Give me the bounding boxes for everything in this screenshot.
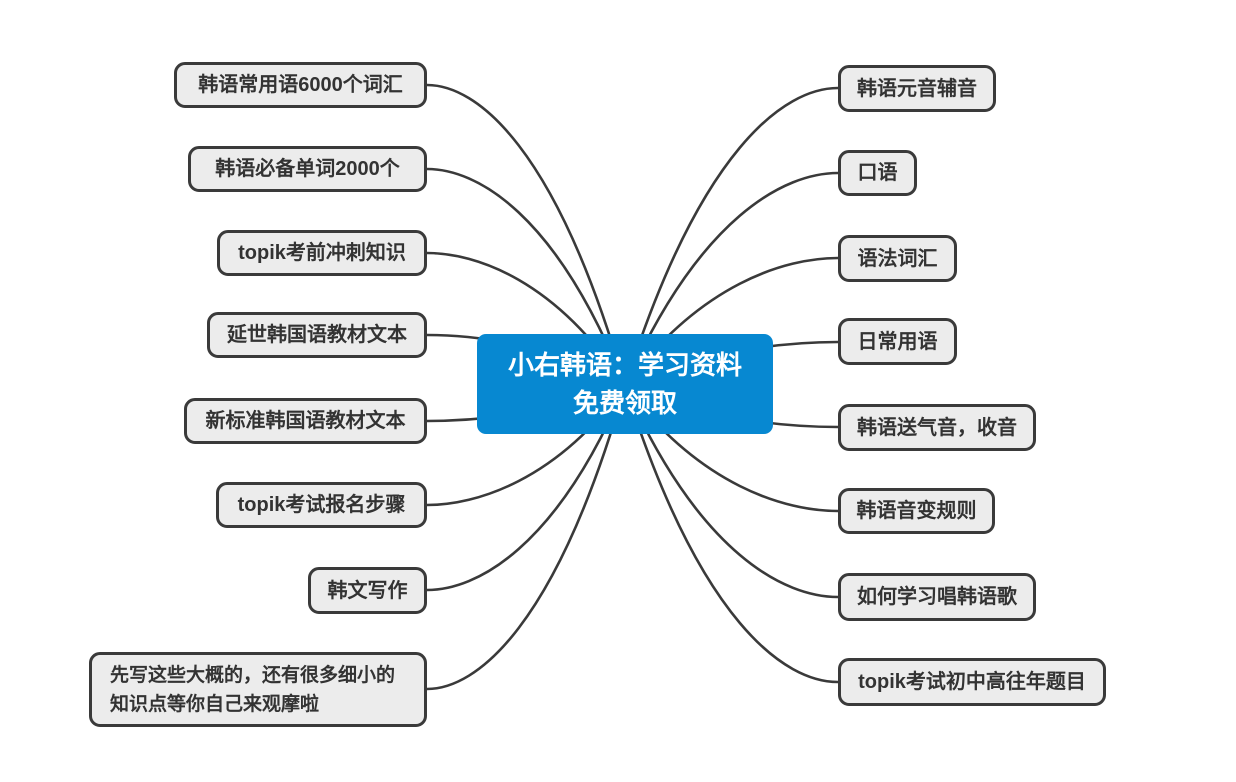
connector-line	[623, 384, 840, 599]
topic-node-label: 延世韩国语教材文本	[227, 324, 407, 346]
connector-line	[623, 86, 840, 388]
topic-node-label: 如何学习唱韩语歌	[857, 586, 1017, 608]
topic-node-yonsei-textbook[interactable]: 延世韩国语教材文本	[207, 312, 427, 358]
topic-node-more-notes[interactable]: 先写这些大概的，还有很多细小的 知识点等你自己来观摩啦	[89, 652, 427, 727]
topic-node-label: 新标准韩国语教材文本	[205, 410, 406, 432]
connector-line	[425, 384, 627, 691]
connector-line	[623, 384, 840, 684]
topic-node-label: 韩语必备单词2000个	[215, 158, 400, 180]
topic-node-grammar-vocab[interactable]: 语法词汇	[838, 235, 957, 282]
connector-line	[425, 167, 627, 388]
topic-node-label: topik考前冲刺知识	[238, 242, 406, 264]
topic-node-sound-change-rules[interactable]: 韩语音变规则	[838, 488, 995, 534]
topic-node-label: 韩文写作	[327, 579, 408, 602]
topic-node-speaking[interactable]: 口语	[838, 150, 917, 196]
topic-node-label: 语法词汇	[857, 247, 938, 270]
topic-node-vocab-6000[interactable]: 韩语常用语6000个词汇	[174, 62, 427, 108]
topic-node-label: 韩语送气音，收音	[857, 416, 1017, 439]
topic-node-korean-writing[interactable]: 韩文写作	[308, 567, 427, 614]
topic-node-label: 韩语元音辅音	[857, 77, 977, 100]
topic-node-learn-korean-songs[interactable]: 如何学习唱韩语歌	[838, 573, 1036, 621]
root-node[interactable]: 小右韩语：学习资料 免费领取	[477, 334, 773, 434]
topic-node-vowels-consonants[interactable]: 韩语元音辅音	[838, 65, 996, 112]
topic-node-new-standard-textbook[interactable]: 新标准韩国语教材文本	[184, 398, 427, 444]
topic-node-topik-past-papers[interactable]: topik考试初中高往年题目	[838, 658, 1106, 706]
topic-node-topik-registration[interactable]: topik考试报名步骤	[216, 482, 427, 528]
topic-node-words-2000[interactable]: 韩语必备单词2000个	[188, 146, 427, 192]
topic-node-label: topik考试报名步骤	[237, 494, 406, 516]
connector-line	[623, 171, 840, 388]
topic-node-label: 韩语音变规则	[856, 500, 977, 522]
topic-node-label: 先写这些大概的，还有很多细小的 知识点等你自己来观摩啦	[110, 664, 396, 715]
topic-node-daily-phrases[interactable]: 日常用语	[838, 318, 957, 365]
connector-line	[425, 384, 627, 592]
topic-node-label: topik考试初中高往年题目	[858, 671, 1086, 693]
topic-node-label: 口语	[857, 162, 898, 184]
topic-node-topik-sprint[interactable]: topik考前冲刺知识	[217, 230, 427, 276]
topic-node-label: 韩语常用语6000个词汇	[198, 74, 403, 96]
connector-line	[425, 83, 627, 388]
topic-node-label: 日常用语	[857, 330, 938, 353]
root-node-label: 小右韩语：学习资料 免费领取	[507, 350, 742, 418]
topic-node-aspirated-finals[interactable]: 韩语送气音，收音	[838, 404, 1036, 451]
